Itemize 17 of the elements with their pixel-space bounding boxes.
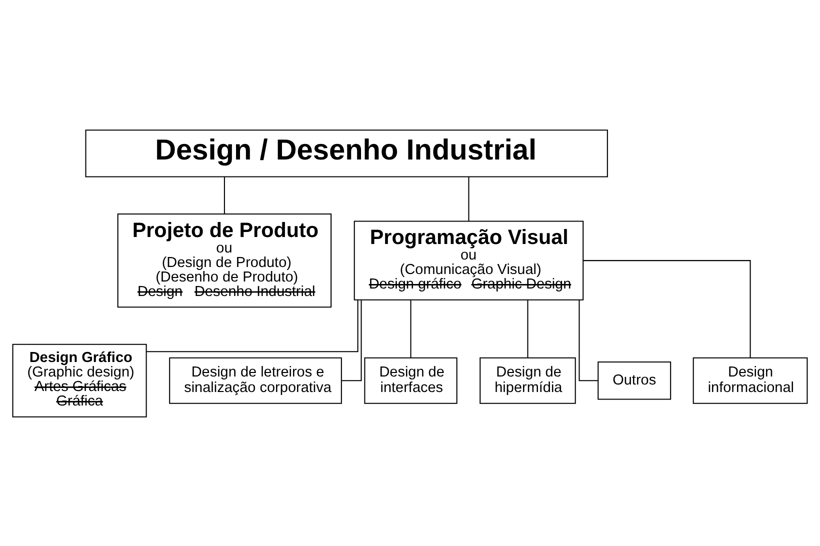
node-box: Design / Desenho Industrial <box>85 129 608 177</box>
node-box: Projeto de Produto ou (Design de Produto) (Desenho de Produto) Design Desenho Industrial <box>117 212 332 308</box>
node-box: Programação Visual ou (Comunicação Visual) Design gráfico Graphic Design <box>354 220 584 300</box>
node-box: Outros <box>598 360 672 400</box>
connector <box>146 300 358 352</box>
node-box: Design Gráfico (Graphic design) Artes Gráficas Gráfica <box>12 343 147 417</box>
connector <box>468 176 470 221</box>
connector <box>583 260 751 358</box>
node-box: Design de letreiros e sinalização corporativa <box>169 356 342 404</box>
node-box: Design de interfaces <box>364 356 458 404</box>
connector <box>342 300 362 381</box>
connector <box>410 300 412 358</box>
connector <box>578 300 598 381</box>
node-box: Design informacional <box>692 356 808 404</box>
connector <box>527 300 528 358</box>
connector <box>224 176 225 214</box>
node-box: Design de hipermídia <box>480 356 576 404</box>
